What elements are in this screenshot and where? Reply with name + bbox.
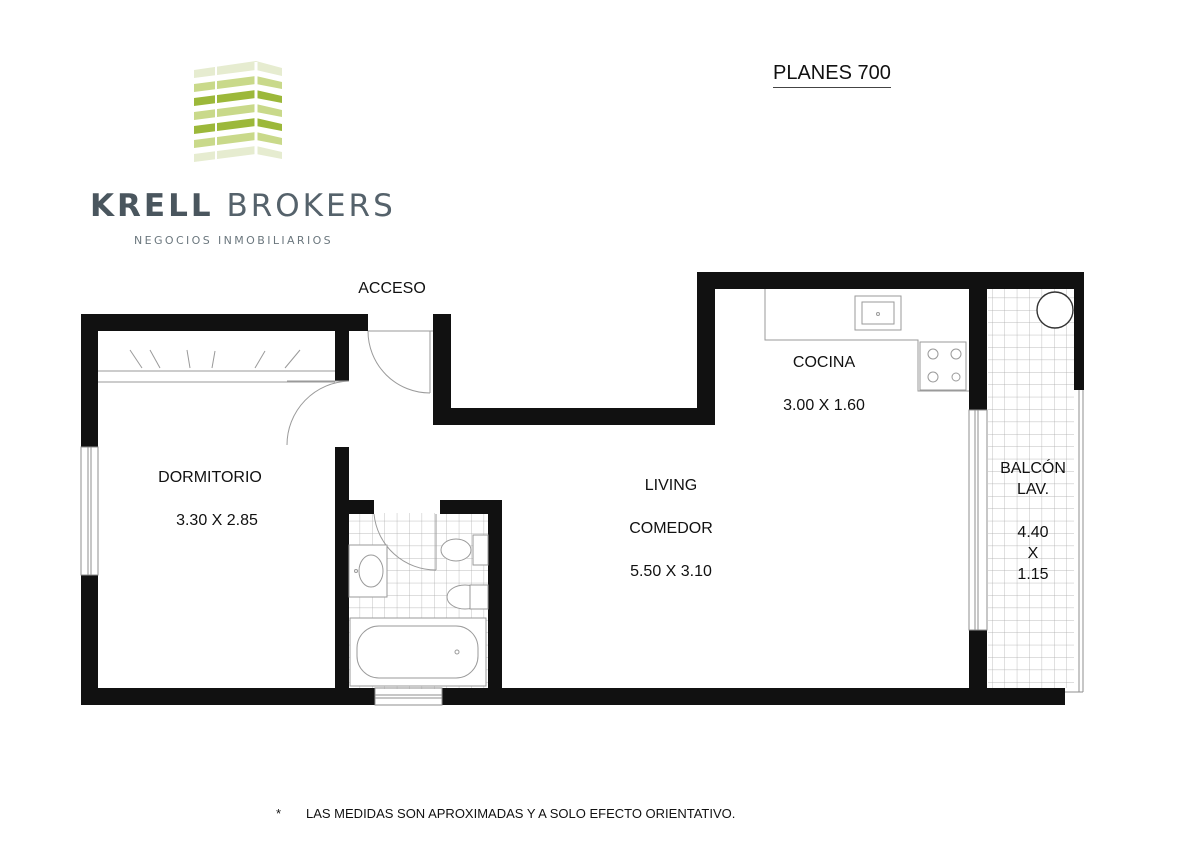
balcony-tiles	[988, 289, 1074, 688]
footnote: * LAS MEDIDAS SON APROXIMADAS Y A SOLO EF…	[276, 806, 735, 821]
wardrobe	[98, 349, 335, 383]
plan-title: PLANES 700	[773, 62, 891, 88]
footnote-mark: *	[276, 806, 282, 821]
room-balcon-dim-x: X	[1027, 545, 1039, 562]
room-balcon-lav: LAV.	[1016, 481, 1050, 498]
room-cocina-name: COCINA	[792, 354, 856, 371]
doors	[286, 330, 437, 571]
bathroom-fixtures	[348, 534, 489, 687]
brand-tagline: NEGOCIOS INMOBILIARIOS	[134, 234, 334, 247]
room-dormitorio-dims: 3.30 X 2.85	[176, 512, 258, 529]
room-balcon-name: BALCÓN	[1000, 460, 1066, 477]
access-label: ACCESO	[358, 280, 426, 297]
brand-name-light: BROKERS	[226, 188, 396, 224]
room-balcon-dim-1: 4.40	[1017, 524, 1049, 541]
kitchen-counter	[764, 289, 969, 392]
brand-name-bold: KRELL	[90, 188, 214, 224]
room-living-name: LIVING	[644, 477, 698, 494]
footnote-text: LAS MEDIDAS SON APROXIMADAS Y A SOLO EFE…	[306, 806, 736, 821]
room-living-dims: 5.50 X 3.10	[630, 563, 712, 580]
room-comedor-name: COMEDOR	[629, 520, 713, 537]
room-balcon-dim-2: 1.15	[1017, 566, 1049, 583]
washing-machine	[1036, 291, 1074, 329]
windows	[80, 390, 1084, 706]
room-dormitorio-name: DORMITORIO	[158, 469, 262, 486]
brand-logo-icon	[194, 61, 282, 168]
walls	[81, 272, 1084, 705]
room-cocina-dims: 3.00 X 1.60	[783, 397, 865, 414]
brand-name: KRELL BROKERS	[90, 188, 396, 224]
